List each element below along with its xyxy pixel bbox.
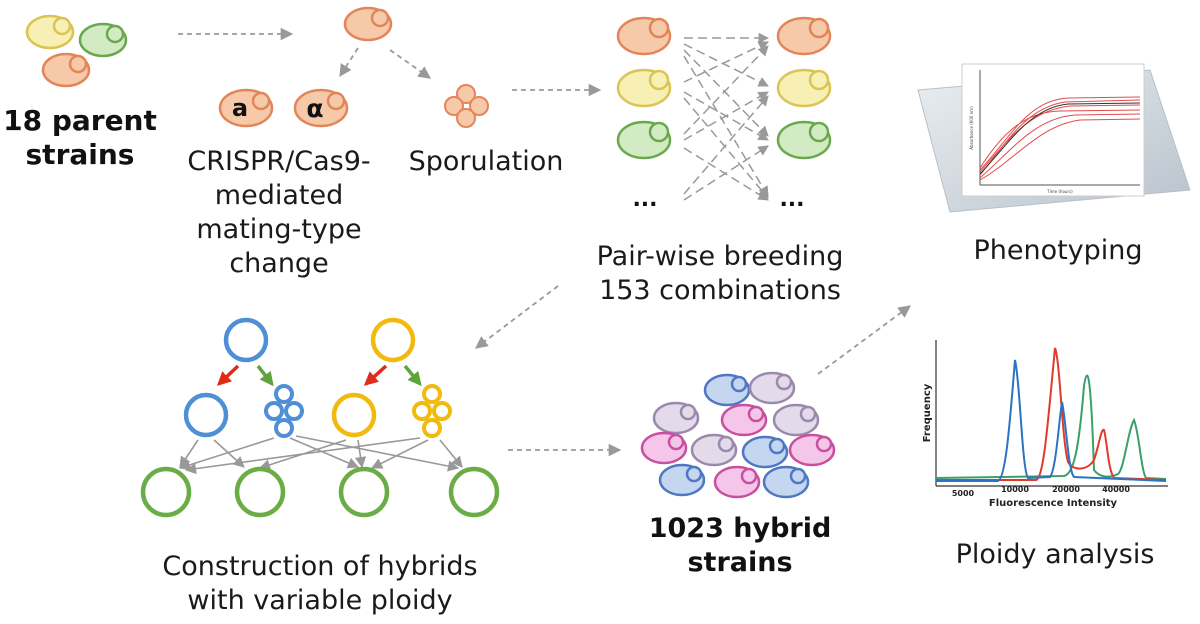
crispr-line4: change <box>229 248 329 279</box>
breeding-line2: 153 combinations <box>599 275 841 306</box>
construction-label: Construction of hybrids with variable pl… <box>136 550 504 618</box>
sporulation-label: Sporulation <box>408 146 564 177</box>
breeding-right-ellipsis: ... <box>779 187 804 212</box>
breeding-right-column <box>776 16 832 160</box>
mating-type-alpha-label: α <box>306 94 323 123</box>
histogram-tick-20000: 20000 <box>1052 485 1080 494</box>
construction-line1: Construction of hybrids <box>162 551 478 582</box>
breeding-left-green <box>616 120 672 160</box>
hybrid-strains-label: 1023 hybrid strains <box>640 512 840 580</box>
hybrid-circle-3 <box>338 466 390 518</box>
crispr-label: CRISPR/Cas9- mediated mating-type change <box>170 145 388 281</box>
yellow-haploid-circle <box>331 392 377 438</box>
parent-yellow-cell <box>25 14 75 50</box>
ploidy-analysis-label: Ploidy analysis <box>955 539 1155 570</box>
arrow-to-sporulation <box>389 49 432 79</box>
breeding-cross-arrows <box>683 32 770 201</box>
growth-plot-xlabel: Time (hours) <box>1046 189 1073 194</box>
growth-curve-plot: Time (hours) Absorbance (600 nm) <box>961 63 1145 197</box>
arrow-to-construction <box>474 285 559 349</box>
histogram-ylabel: Frequency <box>922 383 933 442</box>
arrow-to-phenotyping <box>817 305 912 375</box>
parent-strains-label: 18 parent strains <box>0 104 160 172</box>
hybrid-circle-2 <box>234 466 286 518</box>
yellow-spores-icon <box>412 384 452 438</box>
breeding-left-orange <box>616 16 672 56</box>
growth-plot-ylabel: Absorbance (600 nm) <box>969 106 974 150</box>
breeding-line1: Pair-wise breeding <box>596 241 844 272</box>
breeding-left-ellipsis: ... <box>632 187 657 212</box>
hybrid-circle-1 <box>140 466 192 518</box>
hybrid-strains-cluster <box>640 371 836 499</box>
blue-haploid-circle <box>183 392 229 438</box>
ploidy-histogram: Frequency 5000 10000 20000 40000 Fluores… <box>922 340 1168 509</box>
yellow-parent-circle <box>370 317 416 363</box>
blue-spores-icon <box>264 384 304 438</box>
hybrid-circle-4 <box>448 466 500 518</box>
parent-green-cell <box>78 22 128 58</box>
arrow-to-mating-type <box>339 47 359 78</box>
phenotyping-label: Phenotyping <box>973 235 1143 266</box>
breeding-left-yellow <box>616 68 672 108</box>
breeding-right-orange <box>776 16 832 56</box>
histogram-red-curve <box>936 347 1167 481</box>
hybrid-construction-diagram <box>140 317 500 518</box>
parent-orange-cell <box>41 52 91 88</box>
spores-icon <box>444 84 489 128</box>
hybrid-strains-line1: 1023 hybrid <box>648 513 832 544</box>
hybrid-strains-line2: strains <box>687 547 793 578</box>
breeding-label: Pair-wise breeding 153 combinations <box>570 240 870 308</box>
histogram-xlabel: Fluorescence Intensity <box>989 498 1118 509</box>
parent-strains-icon <box>25 14 128 88</box>
histogram-tick-10000: 10000 <box>1001 485 1029 494</box>
crispr-line3: mating-type <box>196 214 362 245</box>
construction-line2: with variable ploidy <box>187 585 453 616</box>
breeding-right-yellow <box>776 68 832 108</box>
parent-strains-line1: 18 parent <box>3 104 157 137</box>
blue-parent-circle <box>223 317 269 363</box>
histogram-tick-40000: 40000 <box>1102 485 1130 494</box>
mating-type-a-label: a <box>232 94 248 122</box>
crispr-line1: CRISPR/Cas9- <box>187 146 371 177</box>
histogram-tick-5000: 5000 <box>952 489 975 498</box>
mating-type-a-cell <box>218 88 274 128</box>
histogram-blue-curve <box>936 359 1167 482</box>
parent-strains-line2: strains <box>25 138 135 171</box>
phenotyping-image: Time (hours) Absorbance (600 nm) <box>917 63 1191 213</box>
crispr-line2: mediated <box>214 180 344 211</box>
histogram-green-curve <box>935 374 1167 480</box>
haploid-orange-cell <box>343 6 393 42</box>
breeding-right-green <box>776 120 832 160</box>
mating-type-alpha-cell <box>293 88 349 128</box>
breeding-left-column <box>616 16 672 160</box>
